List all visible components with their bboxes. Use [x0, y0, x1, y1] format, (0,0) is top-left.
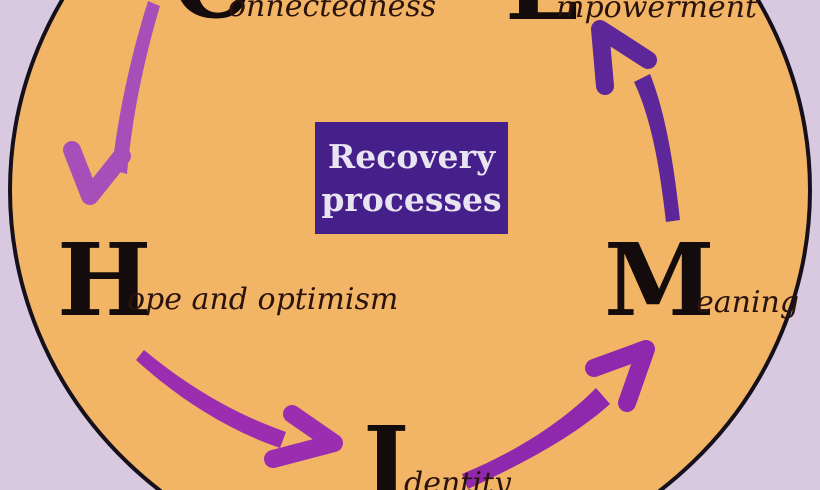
- arrow-identity-to-meaning: [462, 340, 655, 489]
- recovery-processes-box: Recovery processes: [315, 122, 508, 234]
- recovery-processes-line1: Recovery: [327, 137, 496, 176]
- letter-meaning: M: [604, 221, 715, 339]
- arrow-tail: [634, 74, 680, 222]
- letter-empowerment: E: [505, 0, 581, 34]
- arrow-head: [585, 340, 655, 412]
- letter-identity: I: [363, 404, 410, 490]
- word-meaning: eaning: [696, 285, 800, 320]
- arrow-head: [63, 141, 131, 205]
- word-empowerment: mpowerment: [556, 0, 758, 25]
- recovery-processes-line2: processes: [321, 180, 502, 219]
- arrow-tail: [462, 388, 610, 489]
- word-identity: dentity: [404, 466, 511, 490]
- arrow-connectedness-to-hope: [63, 1, 160, 205]
- word-connectedness: onnectedness: [228, 0, 437, 24]
- arrow-meaning-to-empowerment: [591, 20, 680, 222]
- arrow-tail: [136, 350, 286, 448]
- letter-connectedness: C: [172, 0, 252, 32]
- arrow-tail: [112, 1, 160, 174]
- arrow-hope-to-identity: [136, 350, 343, 468]
- letter-hope: H: [57, 221, 152, 339]
- word-hope: ope and optimism: [127, 282, 399, 317]
- arrow-head: [264, 405, 343, 468]
- arrow-head: [591, 20, 657, 95]
